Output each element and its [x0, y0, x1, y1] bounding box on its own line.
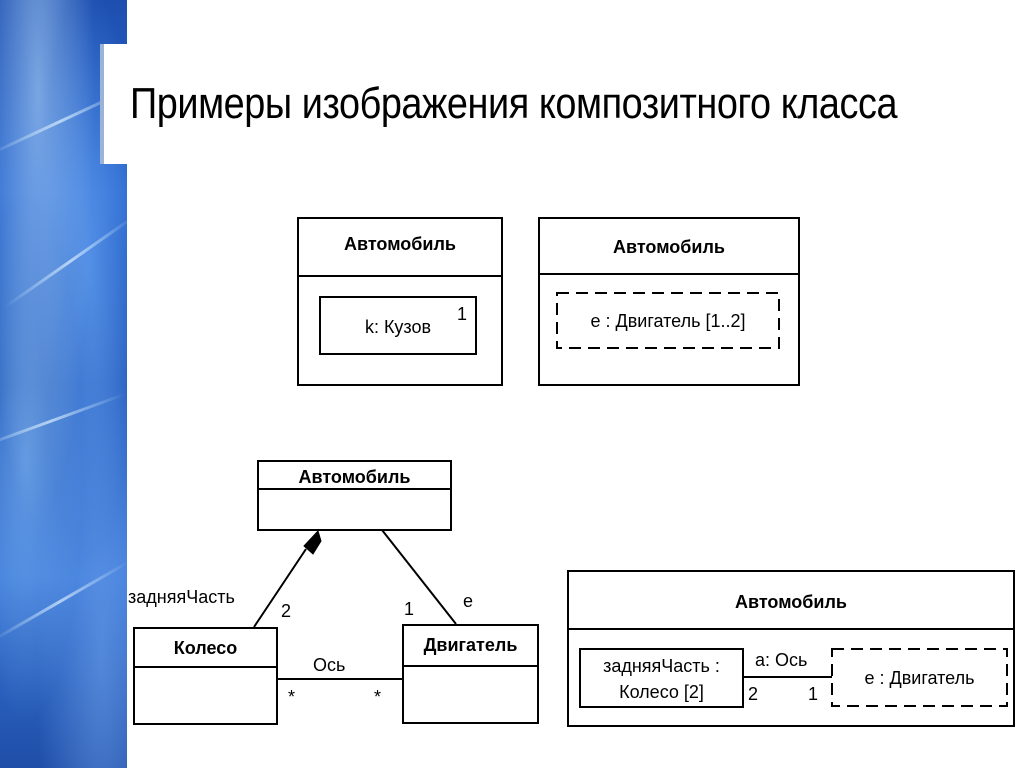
class-name: Автомобиль: [344, 234, 456, 254]
class-name: Автомобиль: [613, 237, 725, 257]
compartment-divider: [257, 488, 452, 490]
compartment-divider: [297, 275, 503, 277]
multiplicity-assoc-right: *: [374, 687, 382, 707]
part-label: e : Двигатель: [864, 668, 975, 688]
role-label-left: задняяЧасть: [128, 587, 235, 607]
multiplicity-right-top: 1: [404, 599, 415, 619]
title-accent-tab: [100, 44, 132, 164]
part-label: k: Кузов: [364, 317, 432, 337]
multiplicity-left-top: 2: [281, 601, 292, 621]
class-name: Колесо: [173, 638, 238, 658]
class-avtomobil: Автомобиль: [257, 460, 452, 531]
composition-diamond: [303, 530, 322, 555]
class-dvigatel: Двигатель: [402, 624, 539, 724]
part-koleso: задняяЧасть : Колесо [2]: [579, 648, 744, 708]
part-kuzov: k: Кузов 1: [319, 296, 477, 355]
compartment-divider: [402, 665, 539, 667]
association-line-engine: [381, 529, 457, 625]
class-name: Автомобиль: [735, 592, 847, 612]
part-label-line1: задняяЧасть :: [603, 656, 720, 676]
slide-title: Примеры изображения композитного класса: [130, 79, 898, 128]
composition-line: [253, 548, 307, 628]
class-name: Двигатель: [423, 635, 518, 655]
class-koleso: Колесо: [133, 627, 278, 725]
compartment-divider: [567, 628, 1015, 630]
part-label-line2: Колесо [2]: [619, 682, 704, 702]
connector-multiplicity-left: 2: [748, 684, 759, 704]
part-multiplicity: 1: [457, 304, 468, 324]
class-name: Автомобиль: [298, 467, 411, 487]
dashed-part-frame: [556, 292, 780, 349]
part-label: e : Двигатель [1..2]: [590, 311, 746, 331]
connector-label: a: Ось: [755, 650, 808, 670]
composite-class-dvigatel: Автомобиль: [538, 217, 800, 386]
dashed-part-frame: [831, 648, 1008, 707]
role-label-right: e: [463, 591, 474, 611]
compartment-divider: [133, 666, 278, 668]
compartment-divider: [538, 273, 800, 275]
multiplicity-assoc-left: *: [288, 687, 296, 707]
connector-multiplicity-right: 1: [808, 684, 819, 704]
association-name: Ось: [313, 655, 346, 675]
